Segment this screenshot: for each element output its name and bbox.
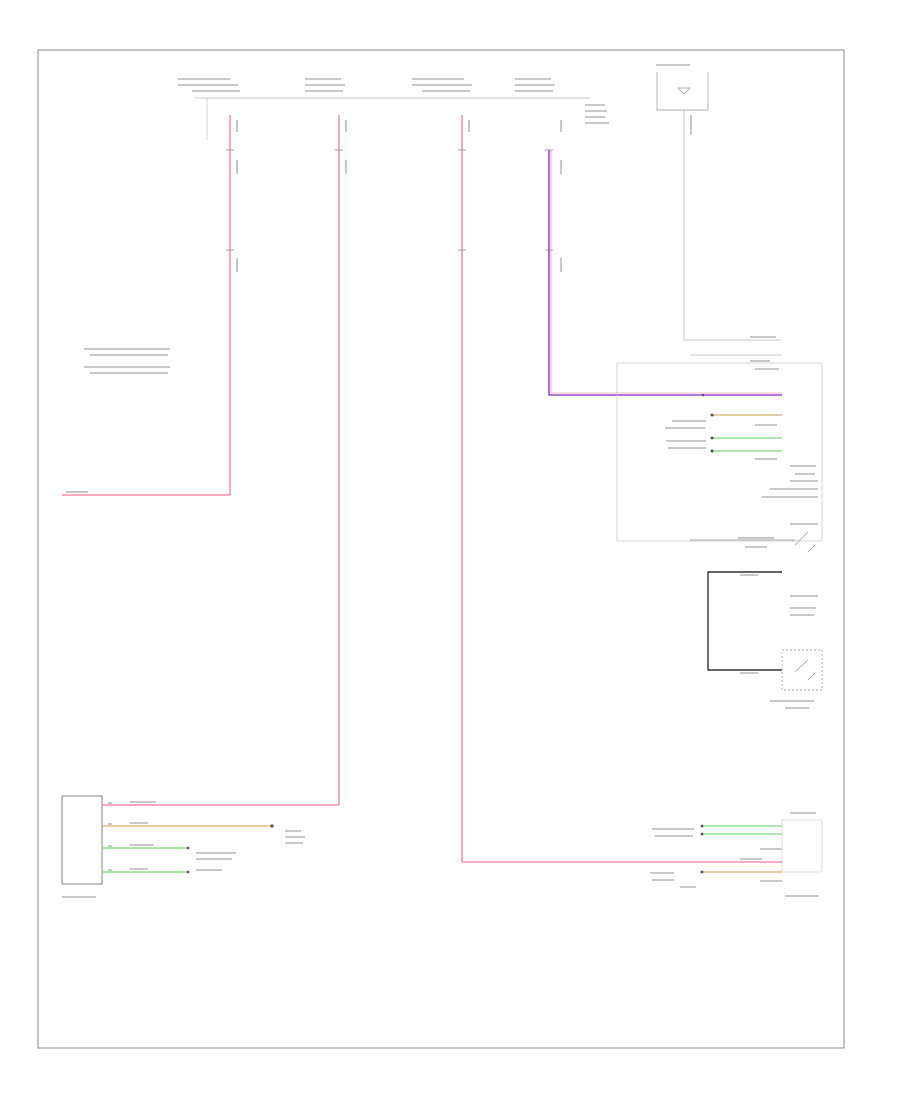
lower-right-wires: [462, 825, 782, 873]
control-module: [61, 795, 103, 885]
purple-wire: [548, 150, 782, 396]
black-loop-labels: [740, 574, 818, 674]
box-wires: [712, 414, 782, 452]
ground-wire: [683, 110, 782, 341]
black-wire-loop: [707, 571, 782, 671]
switch-labels: [738, 523, 818, 548]
lower-right-labels: [650, 812, 819, 897]
module-label-block: [62, 896, 96, 898]
box-labels: [665, 336, 818, 498]
box-connector-dots: [701, 393, 714, 453]
right-component-box: [616, 362, 823, 542]
diagram-frame: [37, 49, 845, 1049]
lower-right-box: [781, 819, 823, 873]
ground-symbol: [656, 72, 709, 111]
lower-right-dots: [700, 824, 704, 874]
left-note-blocks: [84, 348, 170, 374]
lower-switch-symbol: [781, 649, 823, 691]
drop-labels: [236, 115, 692, 272]
fuse-drops: [229, 115, 463, 862]
left-wire-label: [66, 491, 88, 493]
module-wire-dots: [186, 824, 274, 874]
purple-wire-highlight: [550, 150, 782, 394]
switch-symbol: [690, 531, 816, 553]
lower-switch-labels: [770, 700, 814, 709]
module-wire-labels: [108, 801, 305, 871]
module-wires: [102, 804, 339, 873]
fuse-labels: [178, 64, 690, 124]
connector-marks: [226, 149, 553, 251]
